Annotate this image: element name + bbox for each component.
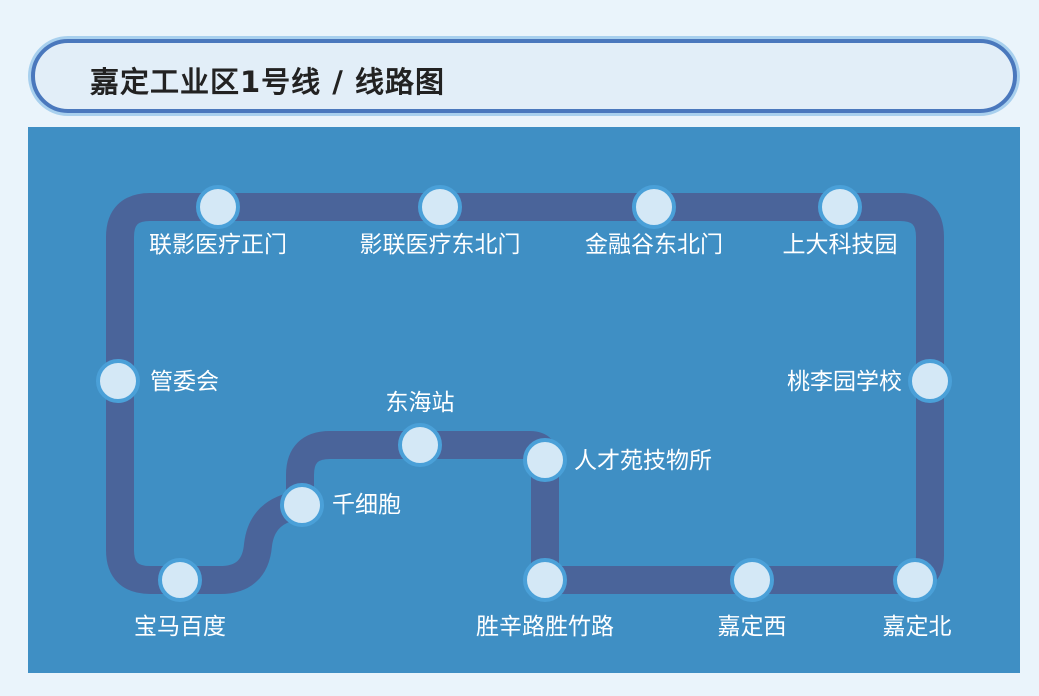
station-label: 嘉定北 [883, 614, 952, 640]
station-label: 胜辛路胜竹路 [476, 614, 614, 640]
station-marker[interactable] [908, 359, 952, 403]
title-bar: 嘉定工业区1号线 / 线路图 [31, 39, 1017, 113]
station-marker[interactable] [280, 483, 324, 527]
station-marker[interactable] [523, 438, 567, 482]
station-marker[interactable] [418, 185, 462, 229]
station-marker[interactable] [96, 359, 140, 403]
station-label: 金融谷东北门 [585, 232, 723, 258]
station-label: 联影医疗正门 [149, 232, 287, 258]
station-marker[interactable] [523, 558, 567, 602]
station-marker[interactable] [196, 185, 240, 229]
station-label: 宝马百度 [134, 614, 226, 640]
station-marker[interactable] [158, 558, 202, 602]
station-label: 人才苑技物所 [574, 448, 712, 474]
station-marker[interactable] [398, 423, 442, 467]
station-marker[interactable] [893, 558, 937, 602]
station-label: 影联医疗东北门 [360, 232, 521, 258]
station-marker[interactable] [818, 185, 862, 229]
station-label: 千细胞 [332, 492, 401, 518]
station-label: 上大科技园 [783, 232, 898, 258]
station-marker[interactable] [632, 185, 676, 229]
page-title: 嘉定工业区1号线 / 线路图 [90, 65, 445, 99]
station-label: 嘉定西 [718, 614, 787, 640]
station-label: 管委会 [150, 369, 219, 395]
station-label: 东海站 [386, 390, 455, 416]
station-label: 桃李园学校 [787, 369, 902, 395]
station-marker[interactable] [730, 558, 774, 602]
